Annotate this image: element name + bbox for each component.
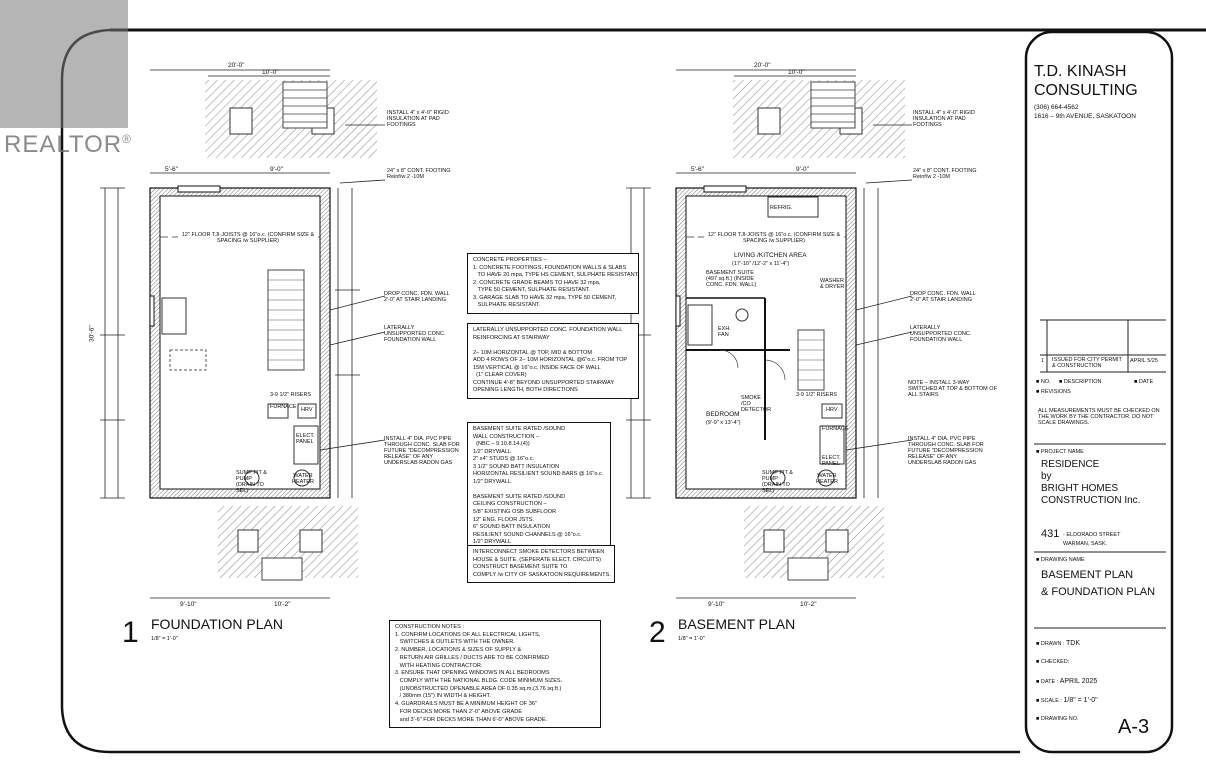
company-address: 1616 – 9th AVENUE, SASKATOON: [1034, 113, 1136, 120]
risers-label-1: 3-9 1/2" RISERS: [270, 392, 312, 398]
dim-overall-width-2: 20'-0": [754, 62, 771, 69]
reinforcing-note: LATERALLY UNSUPPORTED CONC. FOUNDATION W…: [467, 323, 639, 399]
footing-label-2: 24" x 8" CONT. FOOTING Reinf/w 2 -10M: [913, 168, 977, 181]
revision-1-date: APRIL 5/25: [1130, 358, 1158, 364]
plan-2-scale: 1/8" = 1'-0": [678, 636, 705, 642]
project-line4: CONSTRUCTION Inc.: [1041, 495, 1141, 506]
drawing-name-label: ■ DRAWING NAME: [1036, 557, 1085, 563]
fridge-label: REFRIG.: [770, 205, 793, 211]
dim-bottom-left: 9'-10": [180, 601, 197, 608]
sound-wall-note: BASEMENT SUITE RATED /SOUND WALL CONSTRU…: [467, 422, 611, 551]
suite-label: BASEMENT SUITE (497 sq.ft.) (INSIDE CONC…: [706, 270, 757, 289]
dim-depth: 30'-6": [88, 325, 96, 342]
joists-label: 12" FLOOR TJI-JOISTS @ 16"o.c. (CONFIRM …: [178, 232, 318, 245]
drawing-no-label: ■ DRAWING NO.: [1036, 716, 1079, 722]
project-line1: RESIDENCE: [1041, 459, 1100, 470]
foundation-plan-drawing: [100, 69, 386, 599]
drawing-number: A-3: [1118, 716, 1150, 738]
exh-fan-label: EXH. FAN: [718, 326, 731, 339]
panel-label-2: ELECT. PANEL: [822, 455, 841, 468]
project-line2: by: [1041, 471, 1052, 482]
pvc-pipe-label-2: INSTALL 4" DIA. PVC PIPE THROUGH CONC. S…: [908, 436, 984, 467]
washer-label: WASHER & DRYER: [820, 278, 845, 291]
project-name-label: ■ PROJECT NAME: [1036, 449, 1084, 455]
title-block-frame: [1024, 30, 1174, 754]
dim-top-width: 10'-0": [262, 69, 279, 76]
insulation-label-2: INSTALL 4" x 4'-0" RIGID INSULATION AT P…: [913, 110, 975, 129]
drawing-name-line2: & FOUNDATION PLAN: [1041, 586, 1156, 598]
pvc-pipe-label: INSTALL 4" DIA. PVC PIPE THROUGH CONC. S…: [384, 436, 460, 467]
footing-label: 24" x 8" CONT. FOOTING Reinf/w 2 -10M: [387, 168, 451, 181]
realtor-text: REALTOR: [4, 131, 123, 158]
dim-right-top-2: 9'-0": [796, 166, 809, 173]
hrv-label-1: HRV: [301, 407, 313, 413]
smoke-detector-note: INTERCONNECT SMOKE DETECTORS BETWEEN HOU…: [467, 545, 615, 584]
plan-1-number: 1: [122, 616, 139, 649]
checked-by: ■ CHECKED:: [1036, 659, 1070, 665]
address-city: WARMAN, SASK.: [1063, 541, 1108, 547]
drawing-date: ■ DATE : APRIL 2025: [1036, 678, 1098, 685]
col-no-header: ■ NO.: [1036, 379, 1051, 385]
address-number: 431: [1041, 528, 1060, 540]
construction-notes: CONSTRUCTION NOTES : 1. CONFIRM LOCATION…: [389, 620, 601, 729]
drawing-scale: ■ SCALE : 1/8" = 1'-0": [1036, 697, 1098, 704]
sump-label-1: SUMP PIT & PUMP (DRAIN TO SEL): [236, 470, 267, 495]
plan-2-title: BASEMENT PLAN: [678, 616, 796, 632]
address-street: - ELDORADO STREET: [1063, 532, 1121, 538]
dim-left-top: 5'-6": [165, 166, 178, 173]
dim-left-top-2: 5'-6": [691, 166, 704, 173]
sump-label-2: SUMP PIT & PUMP (DRAIN TO SEL): [762, 470, 793, 495]
plan-1-scale: 1/8" = 1'-0": [151, 636, 178, 642]
furnace-label-2: FURNACE: [822, 426, 849, 432]
plan-1-title: FOUNDATION PLAN: [151, 616, 283, 632]
joists-label-2: 12" FLOOR TJI-JOISTS @ 16"o.c. (CONFIRM …: [704, 232, 844, 245]
heater-label-2: WATER HEATER: [816, 473, 838, 486]
realtor-logo-icon: [0, 0, 128, 128]
concrete-properties-note: CONCRETE PROPERTIES – 1. CONCRETE FOOTIN…: [467, 253, 639, 314]
registered-mark: ®: [122, 132, 132, 146]
hrv-label-2: HRV: [826, 407, 838, 413]
project-line3: BRIGHT HOMES: [1041, 483, 1119, 494]
insulation-label: INSTALL 4" x 4'-0" RIGID INSULATION AT P…: [387, 110, 449, 129]
dim-right-top: 9'-0": [270, 166, 283, 173]
unsupported-wall-label: LATERALLY UNSUPPORTED CONC. FOUNDATION W…: [384, 325, 446, 344]
measurement-note: ALL MEASUREMENTS MUST BE CHECKED ON THE …: [1038, 408, 1160, 427]
living-dim: (17'-10" /12'-2" x 11'-4"): [732, 261, 790, 267]
col-date-header: ■ DATE: [1134, 379, 1154, 385]
dim-bottom-left-2: 9'-10": [708, 601, 725, 608]
drop-wall-label: DROP CONC. FDN. WALL 2'-0" AT STAIR LAND…: [384, 291, 450, 304]
living-label: LIVING /KITCHEN AREA: [734, 252, 807, 259]
dim-top-width-2: 10'-0": [788, 69, 805, 76]
revision-1-number: 1: [1041, 358, 1045, 364]
company-name-line2: CONSULTING: [1034, 82, 1138, 99]
furnace-label-1: FURNACE: [270, 404, 297, 410]
company-name-line1: T.D. KINASH: [1034, 63, 1127, 80]
bedroom-dim: (9'-9" x 13'-4"): [706, 420, 741, 426]
unsupported-wall-label-2: LATERALLY UNSUPPORTED CONC. FOUNDATION W…: [910, 325, 972, 344]
title-block-grid: [1034, 319, 1166, 629]
dim-bottom-right-2: 10'-2": [800, 601, 817, 608]
revision-1-description: ISSUED FOR CITY PERMIT & CONSTRUCTION: [1052, 357, 1122, 370]
switch-note: NOTE – INSTALL 3-WAY SWITCHED AT TOP & B…: [908, 380, 997, 399]
company-phone: (306) 664-4562: [1034, 104, 1079, 111]
basement-plan-drawing: [626, 69, 913, 599]
smoke-detector-label: SMOKE /CO DETECTOR: [741, 395, 772, 414]
drawn-by: ■ DRAWN : TDK: [1036, 640, 1081, 647]
panel-label-1: ELECT. PANEL: [296, 433, 315, 446]
bedroom-label: BEDROOM: [706, 411, 740, 418]
revisions-label: ■ REVISIONS: [1036, 389, 1071, 395]
plan-2-number: 2: [649, 616, 666, 649]
dim-overall-width: 20'-0": [228, 62, 245, 69]
dim-bottom-right: 10'-2": [274, 601, 291, 608]
heater-label-1: WATER HEATER: [292, 473, 314, 486]
col-desc-header: ■ DESCRIPTION: [1059, 379, 1102, 385]
drop-wall-label-2: DROP CONC. FDN. WALL 2'-0" AT STAIR LAND…: [910, 291, 976, 304]
risers-label-2: 3-9 1/2" RISERS: [796, 392, 838, 398]
realtor-watermark: REALTOR®: [0, 0, 135, 162]
drawing-name-line1: BASEMENT PLAN: [1041, 569, 1134, 581]
